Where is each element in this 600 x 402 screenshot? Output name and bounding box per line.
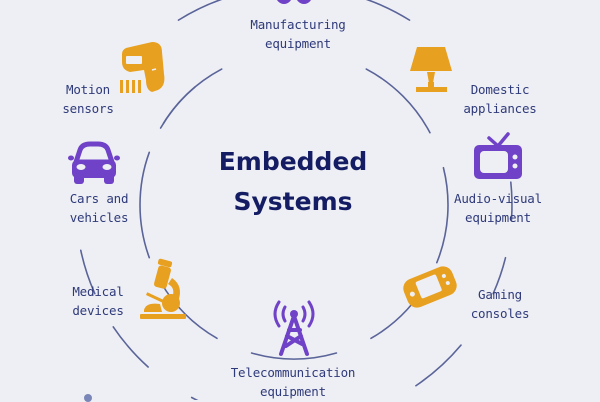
ring-1-arc-0 [177,0,223,21]
label-telecom: Telecommunication equipment [213,363,373,401]
label-line: devices [72,303,124,318]
label-line: equipment [465,210,531,225]
label-motion: Motion sensors [48,80,128,118]
ring-0-arc-1 [365,68,431,134]
ring-1-arc-1 [365,0,411,21]
radio-tower-icon [273,300,315,356]
label-line: Cars and [69,191,129,206]
ring-1-arc-2 [510,181,513,222]
label-line: appliances [463,101,537,116]
label-medical: Medical devices [58,282,138,320]
partial-decoration [84,394,92,402]
label-manufacturing: Manufacturing equipment [228,15,368,53]
label-line: Medical [72,284,124,299]
ring-0-arc-6 [139,151,151,259]
car-icon [68,141,120,184]
ring-1-arc-3 [492,256,507,295]
label-line: equipment [260,384,326,399]
robot-arm-icon [277,0,311,4]
label-line: Domestic [470,82,530,97]
lamp-icon [410,47,452,92]
label-domestic: Domestic appliances [440,80,560,118]
label-cars: Cars and vehicles [54,189,144,227]
tv-icon [474,132,522,179]
title-line-1: Embedded [218,147,368,176]
game-console-icon [403,266,457,308]
label-line: Manufacturing [250,17,346,32]
label-line: Audio-visual [454,191,542,206]
diagram-title: Embedded Systems [193,142,393,222]
ring-0-arc-4 [250,352,338,360]
ring-1-arc-8 [79,249,96,295]
label-audio-visual: Audio-visual equipment [438,189,558,227]
label-line: sensors [62,101,114,116]
microscope-icon [140,258,186,319]
ring-1-arc-6 [190,396,199,400]
label-line: Telecommunication [230,365,356,380]
barcode-scanner-icon [120,42,165,93]
label-line: Gaming [478,287,522,302]
ring-1-arc-7 [112,326,149,368]
label-line: consoles [470,306,530,321]
ring-0-arc-2 [435,166,449,264]
label-gaming: Gaming consoles [450,285,550,323]
label-line: vehicles [69,210,129,225]
ring-0-arc-7 [162,86,196,125]
label-line: Motion [66,82,110,97]
ring-1-arc-4 [415,344,462,387]
title-line-2: Systems [233,187,353,216]
label-line: equipment [265,36,331,51]
